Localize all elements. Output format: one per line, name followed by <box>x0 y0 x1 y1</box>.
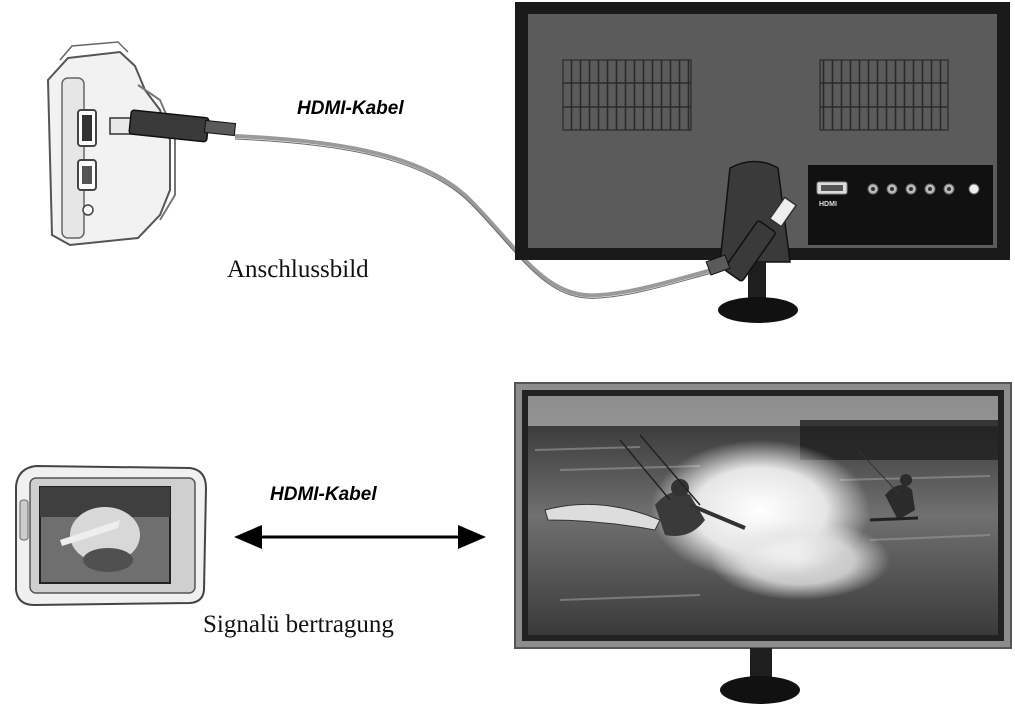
tv-hdmi-plug <box>705 196 798 282</box>
bottom-caption: Signalü bertragung <box>203 611 394 638</box>
vent-left <box>562 59 692 131</box>
tv-front-view <box>514 382 1012 704</box>
vent-right <box>819 59 949 131</box>
tv-connector-row <box>867 183 980 195</box>
tv-front-stand-base <box>720 676 800 704</box>
camera-hdmi-plug <box>109 109 237 143</box>
top-caption: Anschlussbild <box>227 256 369 283</box>
top-cable-label: HDMI-Kabel <box>297 98 404 119</box>
camera-front-view <box>15 464 208 607</box>
bottom-cable-label: HDMI-Kabel <box>270 484 377 505</box>
camera-side-view <box>46 41 176 247</box>
tv-stand-base <box>718 297 798 323</box>
hdmi-cable <box>234 134 721 298</box>
hdmi-port-label: HDMI <box>819 201 837 208</box>
io-panel <box>808 165 993 245</box>
tv-back-view: HDMI <box>515 2 1010 323</box>
double-arrow <box>234 525 486 549</box>
